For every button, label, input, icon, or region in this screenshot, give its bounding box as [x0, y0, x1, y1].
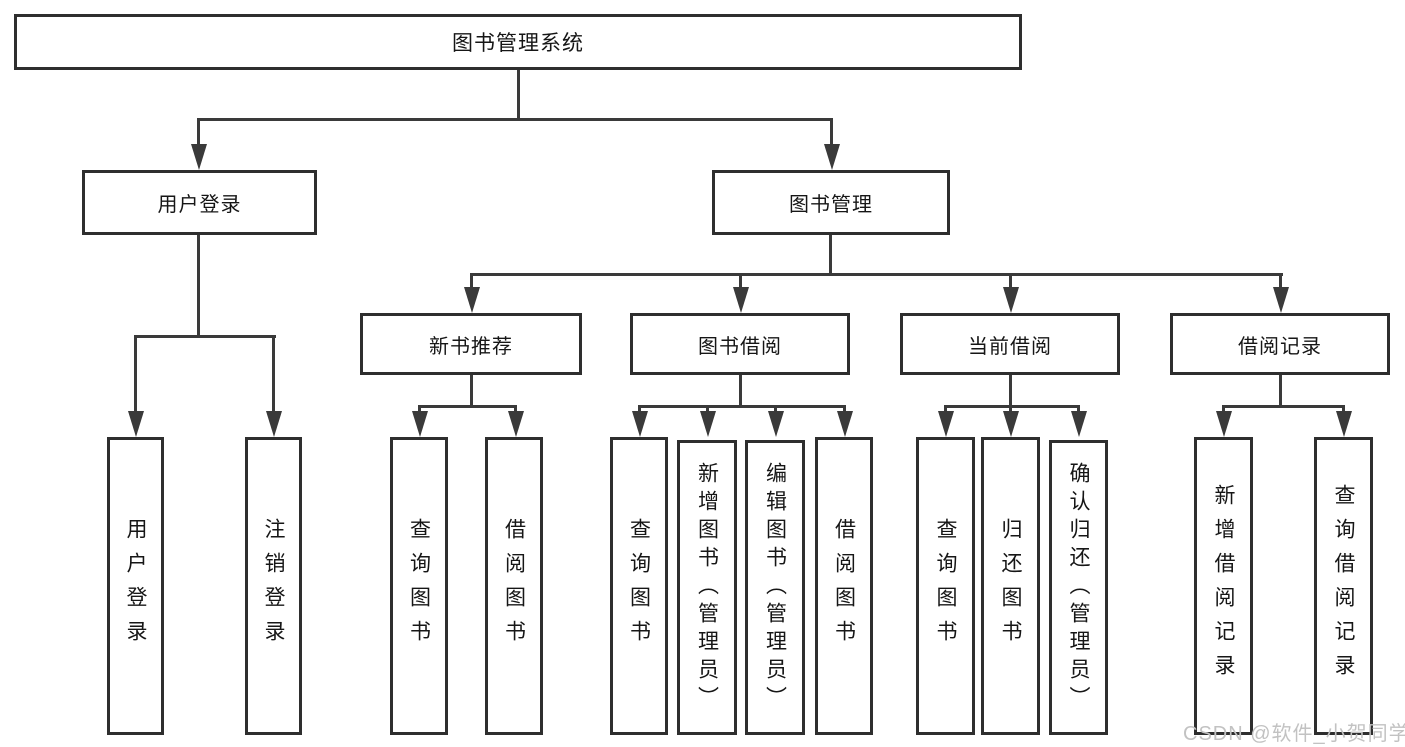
arrow-down-icon	[508, 411, 524, 437]
connector-root-stem	[517, 70, 520, 118]
connector-bookmgmt-arrow2-shaft	[739, 273, 742, 289]
csdn-watermark: CSDN @软件_小贺同学	[1183, 723, 1405, 745]
connector-borrow-arrow1-shaft	[638, 405, 641, 413]
connector-bookmgmt-arrow1-shaft	[470, 273, 473, 289]
leaf-recommend-borrow-book: 借阅图书	[485, 437, 543, 735]
leaf-records-query-record: 查询借阅记录	[1314, 437, 1373, 735]
connector-current-arrow1-shaft	[944, 405, 947, 413]
node-borrow-records: 借阅记录	[1170, 313, 1390, 375]
connector-userlogin-bar	[134, 335, 276, 338]
connector-userlogin-stem	[197, 235, 200, 335]
arrow-down-icon	[191, 144, 207, 170]
connector-root-arrow1-shaft	[197, 118, 200, 146]
node-new-book-recommend: 新书推荐	[360, 313, 582, 375]
connector-root-arrow2-shaft	[830, 118, 833, 146]
connector-borrow-arrow4-shaft	[843, 405, 846, 413]
arrow-down-icon	[938, 411, 954, 437]
arrow-down-icon	[837, 411, 853, 437]
arrow-down-icon	[1003, 411, 1019, 437]
leaf-recommend-query-book: 查询图书	[390, 437, 448, 735]
leaf-borrow-query-book: 查询图书	[610, 437, 668, 735]
arrow-down-icon	[1336, 411, 1352, 437]
connector-current-bar	[944, 405, 1080, 408]
leaf-current-return-book: 归还图书	[981, 437, 1040, 735]
connector-records-bar	[1222, 405, 1345, 408]
leaf-borrow-add-book-admin: 新增图书（管理员）	[677, 440, 737, 735]
leaf-user-login: 用户登录	[107, 437, 164, 735]
arrow-down-icon	[632, 411, 648, 437]
connector-bookmgmt-arrow3-shaft	[1009, 273, 1012, 289]
arrow-down-icon	[464, 287, 480, 313]
connector-bookmgmt-bar	[470, 273, 1283, 276]
node-root: 图书管理系统	[14, 14, 1022, 70]
leaf-current-query-book: 查询图书	[916, 437, 975, 735]
connector-records-arrow1-shaft	[1222, 405, 1225, 413]
connector-bookmgmt-stem	[829, 235, 832, 273]
leaf-logout-login: 注销登录	[245, 437, 302, 735]
arrow-down-icon	[266, 411, 282, 437]
connector-records-arrow2-shaft	[1342, 405, 1345, 413]
leaf-current-confirm-return-admin: 确认归还（管理员）	[1049, 440, 1108, 735]
connector-records-stem	[1279, 375, 1282, 405]
arrow-down-icon	[1216, 411, 1232, 437]
connector-current-arrow3-shaft	[1077, 405, 1080, 413]
connector-root-bar	[197, 118, 833, 121]
arrow-down-icon	[824, 144, 840, 170]
connector-borrow-arrow2-shaft	[706, 405, 709, 413]
arrow-down-icon	[700, 411, 716, 437]
node-book-borrow: 图书借阅	[630, 313, 850, 375]
connector-borrow-arrow3-shaft	[774, 405, 777, 413]
connector-userlogin-arrow1-shaft	[134, 335, 137, 413]
arrow-down-icon	[768, 411, 784, 437]
connector-userlogin-arrow2-shaft	[272, 335, 275, 413]
connector-borrow-bar	[638, 405, 846, 408]
leaf-borrow-borrow-book: 借阅图书	[815, 437, 873, 735]
connector-current-stem	[1009, 375, 1012, 405]
connector-current-arrow2-shaft	[1009, 405, 1012, 413]
node-book-management: 图书管理	[712, 170, 950, 235]
arrow-down-icon	[128, 411, 144, 437]
connector-borrow-stem	[739, 375, 742, 405]
connector-recommend-arrow2-shaft	[514, 405, 517, 413]
node-current-borrow: 当前借阅	[900, 313, 1120, 375]
node-user-login: 用户登录	[82, 170, 317, 235]
connector-recommend-bar	[418, 405, 517, 408]
connector-bookmgmt-arrow4-shaft	[1279, 273, 1282, 289]
connector-recommend-stem	[470, 375, 473, 405]
arrow-down-icon	[1273, 287, 1289, 313]
arrow-down-icon	[1003, 287, 1019, 313]
arrow-down-icon	[412, 411, 428, 437]
leaf-borrow-edit-book-admin: 编辑图书（管理员）	[745, 440, 805, 735]
arrow-down-icon	[733, 287, 749, 313]
leaf-records-add-record: 新增借阅记录	[1194, 437, 1253, 735]
arrow-down-icon	[1071, 411, 1087, 437]
connector-recommend-arrow1-shaft	[418, 405, 421, 413]
